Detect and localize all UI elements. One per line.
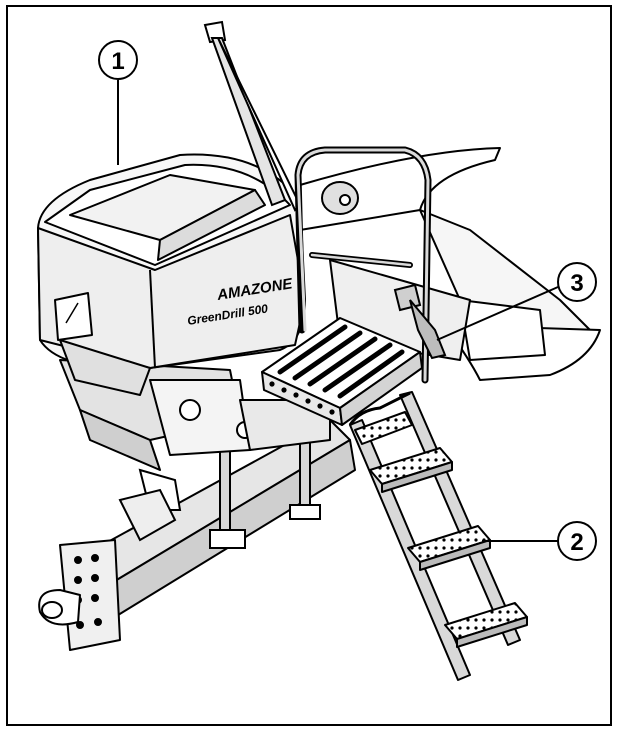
platform [261,317,423,426]
callout-3: 3 [436,262,597,341]
callout-1-label: 1 [111,48,124,75]
seed-hopper [37,153,306,396]
ladder [348,391,528,681]
marker-arm [203,20,302,212]
callout-2-label: 2 [570,529,583,556]
callout-2: 2 [482,521,597,561]
metering-unit [59,359,331,471]
handrail-clamp [321,181,359,215]
handrail [294,146,432,384]
support-legs [118,419,321,549]
locking-lever [393,283,447,360]
callout-3-label: 3 [570,270,583,297]
callout-1: 1 [98,40,138,165]
